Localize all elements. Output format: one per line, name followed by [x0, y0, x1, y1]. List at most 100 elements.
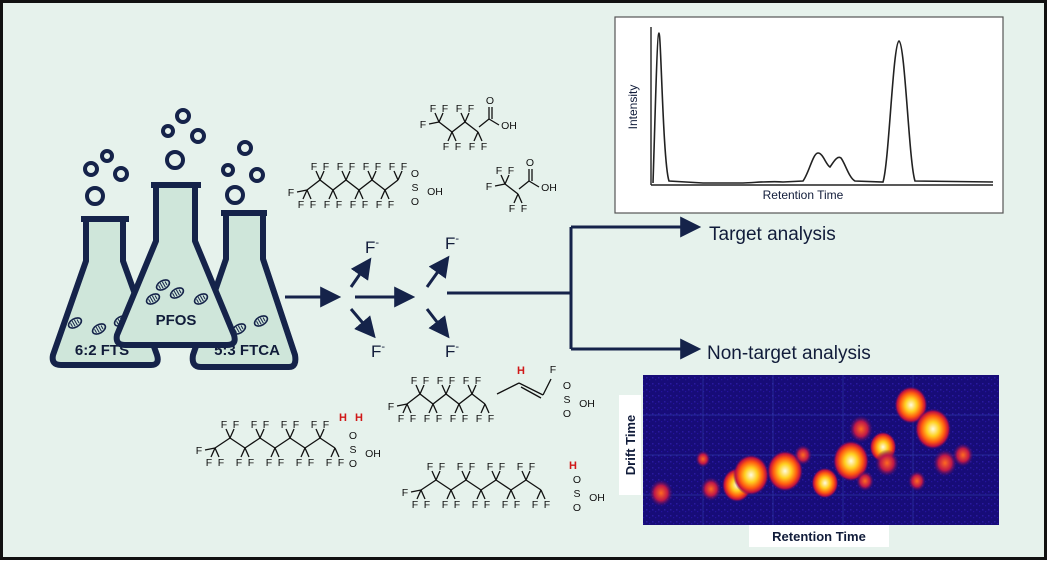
cf-bond: [410, 489, 422, 493]
cf-bond: [296, 189, 308, 193]
fluorine-atom: F: [363, 161, 369, 173]
target-analysis-label: Target analysis: [709, 224, 836, 245]
flask-label-6-2-fts: 6:2 FTS: [75, 342, 129, 359]
cf-bond: [513, 193, 519, 204]
fluorine-atom: F: [469, 141, 475, 153]
fluorine-atom: F: [402, 487, 408, 499]
cf-bond: [402, 403, 408, 414]
fluoride-ion-1: F-: [365, 237, 379, 257]
heatmap-background: [643, 375, 999, 525]
heatmap-panel: Drift Time Retention Time: [619, 375, 999, 547]
cf-bond: [454, 403, 460, 414]
heatmap-spot: [649, 479, 673, 507]
fluorine-atom: F: [521, 203, 527, 215]
heatmap-spots: [649, 386, 974, 507]
fluorine-atom: F: [449, 375, 455, 387]
fluorine-atom: F: [450, 413, 456, 425]
fluorine-atom: F: [308, 457, 314, 469]
cf-bond: [435, 470, 441, 481]
cf-bond: [467, 384, 473, 395]
bond: [488, 118, 500, 126]
oxygen-atom: O: [563, 408, 571, 420]
fluorine-atom: F: [233, 419, 239, 431]
fluorine-atom: F: [221, 419, 227, 431]
hydrogen-atom-red: H: [517, 365, 525, 377]
cf-bond: [229, 428, 235, 439]
fluorine-atom: F: [218, 457, 224, 469]
fluorine-atom: F: [437, 375, 443, 387]
cf-bond: [484, 403, 490, 414]
bond: [518, 180, 530, 190]
heatmap-spot: [733, 454, 769, 496]
cf-bond: [471, 384, 477, 395]
bond: [478, 118, 490, 128]
fluorine-atom: F: [420, 119, 426, 131]
cf-bond: [416, 489, 422, 500]
cf-bond: [504, 174, 510, 185]
fluorine-atom: F: [496, 165, 502, 177]
fluorine-atom: F: [486, 181, 492, 193]
fluorine-atom: F: [550, 364, 556, 376]
heatmap-ylabel: Drift Time: [623, 415, 638, 475]
heatmap-spot: [695, 450, 711, 468]
bond: [528, 180, 540, 188]
cf-bond: [428, 403, 434, 414]
fluorine-atom: F: [508, 165, 514, 177]
fluorine-atom: F: [427, 461, 433, 473]
fluorine-atom: F: [401, 161, 407, 173]
hydrogen-atom-red: H: [355, 412, 363, 424]
heatmap-xlabel-box: [749, 525, 889, 547]
fluorine-atom: F: [412, 499, 418, 511]
fluorine-atom: F: [326, 457, 332, 469]
fluorine-atom: F: [424, 413, 430, 425]
fluorine-atom: F: [310, 199, 316, 211]
cf-bond: [397, 170, 403, 181]
cf-bond: [420, 489, 426, 500]
fluorine-atom: F: [532, 499, 538, 511]
flask-label-pfos: PFOS: [156, 312, 197, 329]
cf-bond: [302, 189, 308, 200]
cf-bond: [274, 447, 280, 458]
hydroxyl-group: OH: [589, 492, 605, 504]
flask-pfos: [113, 182, 238, 348]
heatmap-spot: [794, 444, 812, 466]
fluorine-atom: F: [423, 375, 429, 387]
fluorine-atom: F: [502, 499, 508, 511]
carbon-chain: [306, 179, 399, 191]
cf-bond: [461, 470, 467, 481]
cf-bond: [540, 489, 546, 500]
fluorine-atom: F: [509, 203, 515, 215]
cf-bond: [480, 403, 486, 414]
cf-bond: [341, 170, 347, 181]
cf-bond: [431, 470, 437, 481]
double-bond: [520, 386, 542, 399]
arrow-up-1: [349, 257, 372, 288]
fluorine-atom: F: [398, 413, 404, 425]
cf-bond: [306, 189, 312, 200]
bond: [518, 382, 544, 396]
fluorine-atom: F: [296, 457, 302, 469]
cf-bond: [319, 428, 325, 439]
fluorine-atom: F: [410, 413, 416, 425]
cf-bond: [367, 170, 373, 181]
cf-bond: [396, 403, 408, 407]
oxygen-atom: O: [573, 474, 581, 486]
fluorine-atom: F: [456, 103, 462, 115]
cf-bond: [441, 384, 447, 395]
chromatogram-ylabel: Intensity: [626, 85, 640, 130]
oxygen-atom: O: [349, 458, 357, 470]
cf-bond: [240, 447, 246, 458]
cf-bond: [428, 121, 440, 125]
fluorine-atom: F: [472, 499, 478, 511]
cf-bond: [384, 189, 390, 200]
oxygen-atom: O: [411, 168, 419, 180]
fluorine-atom: F: [463, 375, 469, 387]
cf-bond: [380, 189, 386, 200]
chromatogram-trace: [652, 32, 994, 184]
fluorine-atom: F: [514, 499, 520, 511]
cf-bond: [330, 447, 336, 458]
fluorine-atom: F: [350, 199, 356, 211]
